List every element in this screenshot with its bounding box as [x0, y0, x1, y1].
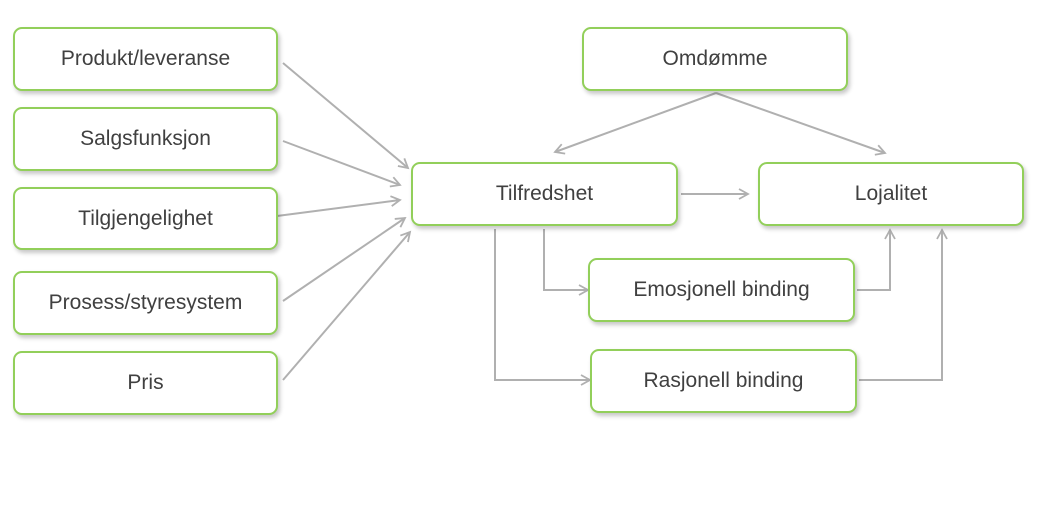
node-rasjonell-binding: Rasjonell binding [590, 349, 857, 413]
arrow-salgsfunksjon-tilfredshet [282, 140, 402, 188]
arrow-pris-tilfredshet [282, 230, 412, 381]
arrow-emosjonell-lojalitet [857, 228, 896, 291]
node-tilgjengelighet: Tilgjengelighet [13, 187, 278, 250]
arrow-omdomme-lojalitet [715, 92, 887, 156]
node-prosess: Prosess/styresystem [13, 271, 278, 335]
arrow-prosess-tilfredshet [282, 216, 407, 302]
arrow-omdomme-tilfredshet [553, 92, 717, 155]
node-emosjonell-binding: Emosjonell binding [588, 258, 855, 322]
arrow-tilfredshet-emosjonell [543, 229, 590, 296]
node-omdomme: Omdømme [582, 27, 848, 91]
node-produkt: Produkt/leveranse [13, 27, 278, 91]
arrow-tilfredshet-rasjonell [494, 229, 592, 386]
node-tilfredshet: Tilfredshet [411, 162, 678, 226]
arrow-rasjonell-lojalitet [859, 228, 948, 381]
arrow-tilgjengelighet-tilfredshet [276, 195, 402, 217]
node-salgsfunksjon: Salgsfunksjon [13, 107, 278, 171]
node-pris: Pris [13, 351, 278, 415]
arrow-produkt-tilfredshet [282, 62, 410, 170]
node-lojalitet: Lojalitet [758, 162, 1024, 226]
